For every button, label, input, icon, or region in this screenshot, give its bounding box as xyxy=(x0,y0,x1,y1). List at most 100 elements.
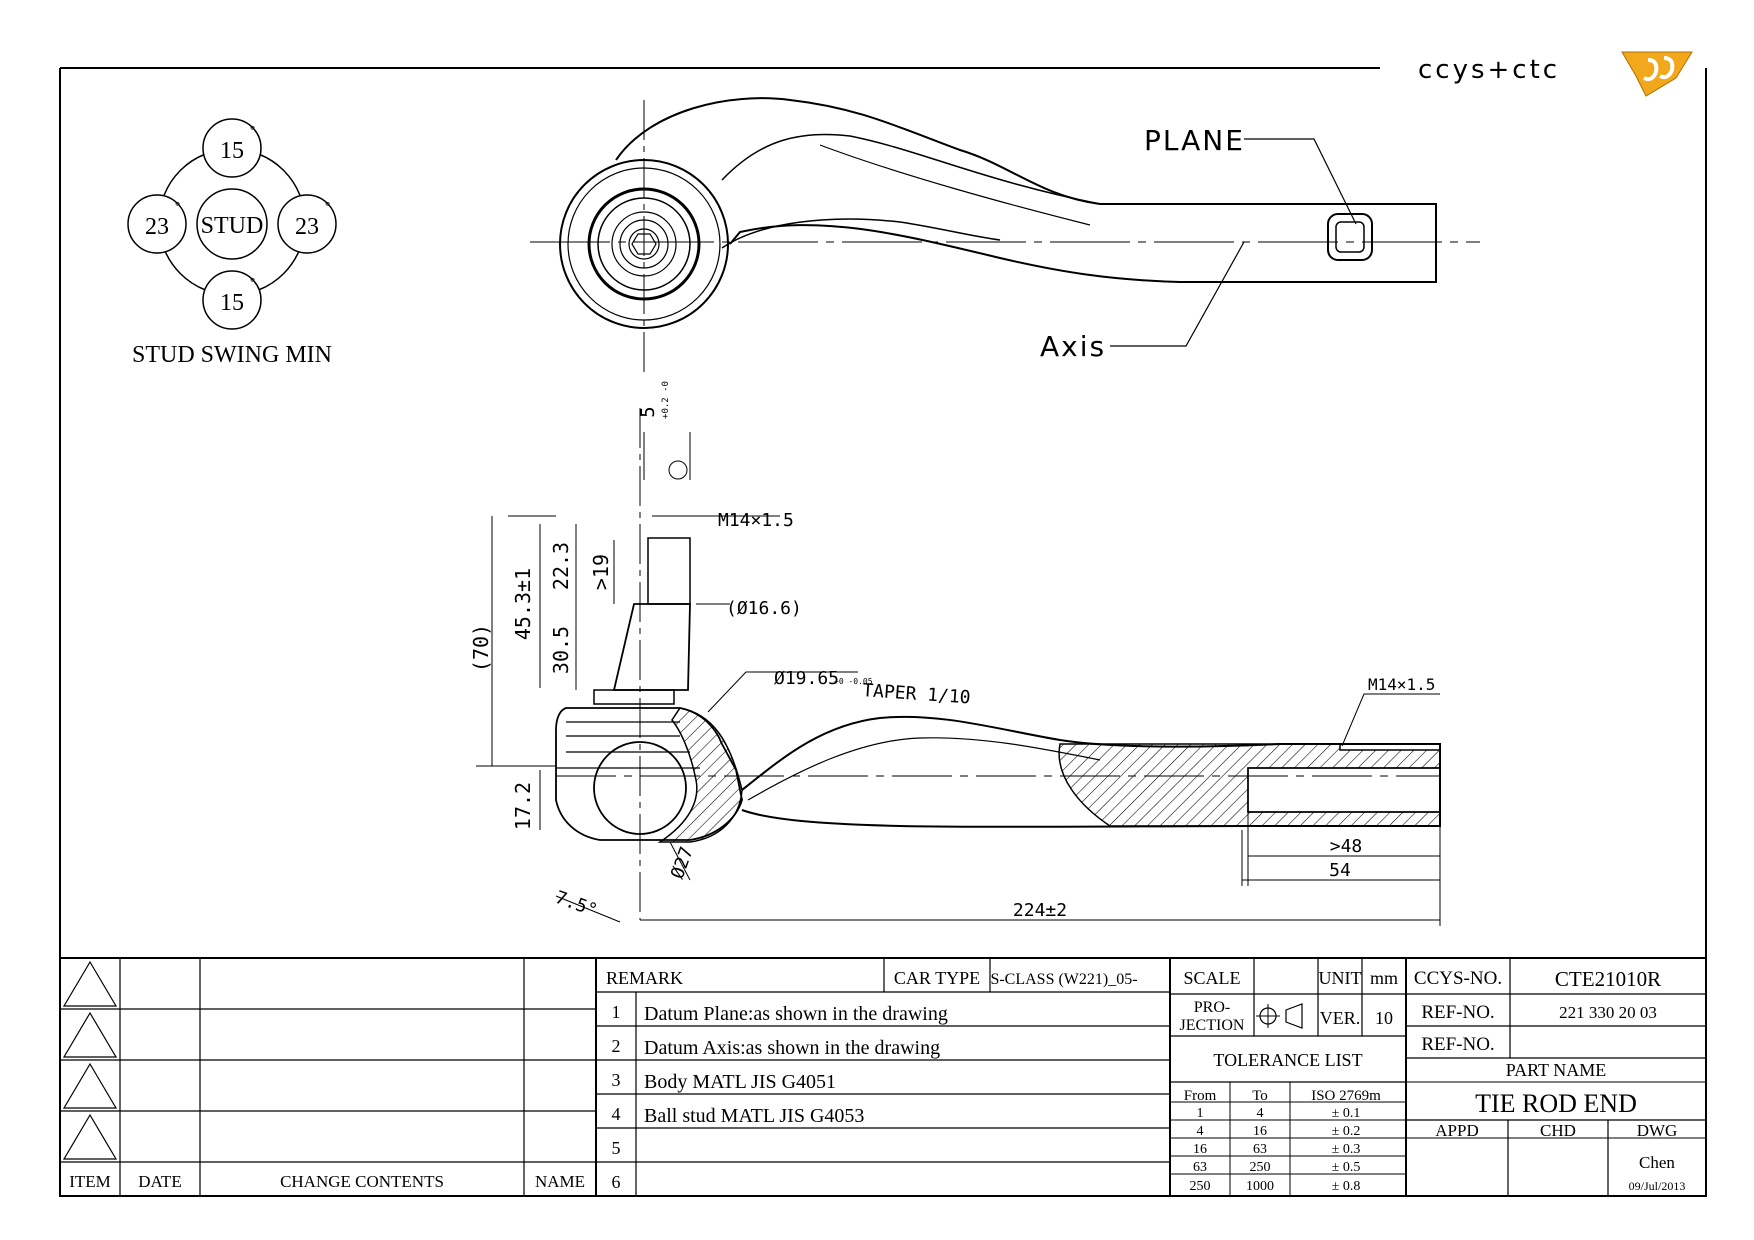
tol-cell: ± 0.8 xyxy=(1332,1179,1361,1194)
remark-number: 2 xyxy=(612,1036,621,1056)
swing-left-value: 23 xyxy=(145,214,169,240)
degree-mark: ° xyxy=(325,198,330,213)
dim-70: (70) xyxy=(469,624,493,672)
dim-19: >19 xyxy=(589,554,613,590)
swing-right-value: 23 xyxy=(295,214,319,240)
approved-label: APPD xyxy=(1435,1121,1478,1140)
remark-header: REMARK xyxy=(606,968,683,988)
cartype-label: CAR TYPE xyxy=(894,968,980,988)
top-view xyxy=(530,97,1480,378)
thread-callout-right: M14×1.5 xyxy=(1368,675,1435,694)
tol-cell: ± 0.3 xyxy=(1332,1142,1361,1157)
datum-callouts: PLANE Axis xyxy=(1040,124,1357,363)
tol-cell: 1000 xyxy=(1246,1179,1274,1194)
plane-label: PLANE xyxy=(1144,124,1245,157)
tol-cell: 4 xyxy=(1257,1106,1264,1121)
swing-bottom-value: 15 xyxy=(220,290,244,316)
tol-cell: 1 xyxy=(1197,1106,1204,1121)
drawn-by: Chen xyxy=(1639,1153,1675,1172)
unit-value: mm xyxy=(1370,968,1398,988)
tol-cell: ± 0.2 xyxy=(1332,1124,1361,1139)
tol-header-to: To xyxy=(1252,1088,1268,1104)
tol-cell: ± 0.1 xyxy=(1332,1106,1361,1121)
tol-cell: 16 xyxy=(1253,1124,1267,1139)
dim-30-5: 30.5 xyxy=(549,626,573,674)
part-info-block: CCYS-NO. CTE21010R REF-NO. 221 330 20 03… xyxy=(1405,957,1707,1197)
revision-triangle-icon xyxy=(62,1011,118,1058)
degree-mark: ° xyxy=(250,274,255,289)
swing-top-value: 15 xyxy=(220,138,244,164)
part-name-label: PART NAME xyxy=(1506,1060,1606,1080)
part-name-value: TIE ROD END xyxy=(1475,1089,1637,1118)
tol-cell: 250 xyxy=(1250,1160,1271,1175)
dim-45-3: 45.3±1 xyxy=(511,568,535,640)
rev-header-change-contents: CHANGE CONTENTS xyxy=(280,1172,444,1191)
drawing-date: 09/Jul/2013 xyxy=(1629,1179,1686,1193)
tol-cell: 16 xyxy=(1193,1142,1207,1157)
company-logo: ccys+ctc xyxy=(1418,51,1693,97)
swing-caption: STUD SWING MIN xyxy=(132,342,332,368)
remark-text: Datum Axis:as shown in the drawing xyxy=(644,1037,940,1059)
revision-triangle-icon xyxy=(62,1062,118,1109)
dim-5: 5 xyxy=(637,406,659,417)
degree-mark: ° xyxy=(175,198,180,213)
ref-label: REF-NO. xyxy=(1421,1002,1494,1023)
angle-7-5: 7.5° xyxy=(552,887,600,922)
taper-ratio: TAPER 1/10 xyxy=(862,680,972,709)
tol-header-from: From xyxy=(1184,1088,1217,1104)
remark-text: Datum Plane:as shown in the drawing xyxy=(644,1003,948,1025)
axis-label: Axis xyxy=(1040,330,1106,363)
dim-27: Ø27 xyxy=(667,844,698,882)
scale-tolerance-block: SCALE UNIT mm PRO- JECTION VER. 10 TOLER… xyxy=(1169,957,1407,1197)
projection-label: PRO- xyxy=(1194,999,1230,1016)
ccys-label: CCYS-NO. xyxy=(1414,968,1502,989)
ref2-label: REF-NO. xyxy=(1421,1034,1494,1055)
remark-number: 4 xyxy=(612,1104,621,1124)
dimensions: (70) 45.3±1 22.3 >19 30.5 17.2 5 +0.2 -0… xyxy=(469,381,1441,926)
stud-swing-diagram: 15 15 23 23 STUD ° ° ° ° STUD SWING MIN xyxy=(127,118,337,368)
revision-triangle-icon xyxy=(62,960,118,1007)
dim-54: 54 xyxy=(1329,860,1351,881)
rev-header-date: DATE xyxy=(138,1172,181,1191)
cartype-value: S-CLASS (W221)_05- xyxy=(990,971,1137,988)
dim-48: >48 xyxy=(1330,836,1363,857)
dim-17-2: 17.2 xyxy=(511,782,535,830)
scale-label: SCALE xyxy=(1183,968,1240,988)
side-view xyxy=(555,408,1441,920)
swing-center-label: STUD xyxy=(201,213,264,239)
degree-mark: ° xyxy=(250,122,255,137)
dim-224: 224±2 xyxy=(1013,900,1067,921)
drawn-label: DWG xyxy=(1637,1121,1678,1140)
rev-header-item: ITEM xyxy=(69,1172,111,1191)
remark-text: Ball stud MATL JIS G4053 xyxy=(644,1105,864,1127)
revision-triangle-icon xyxy=(62,1113,118,1160)
logo-text: ccys+ctc xyxy=(1418,55,1560,85)
tol-cell: 63 xyxy=(1193,1160,1207,1175)
dim-5-tolerance: +0.2 -0 xyxy=(661,381,671,419)
projection-symbol-icon xyxy=(1256,1003,1303,1029)
version-value: 10 xyxy=(1375,1008,1393,1028)
remark-number: 3 xyxy=(612,1070,621,1090)
unit-label: UNIT xyxy=(1319,968,1362,988)
remark-number: 6 xyxy=(612,1172,621,1192)
tol-cell: ± 0.5 xyxy=(1332,1160,1361,1175)
tol-cell: 250 xyxy=(1190,1179,1211,1194)
taper-tolerance: +0 -0.05 xyxy=(834,677,873,686)
remark-table: REMARK CAR TYPE S-CLASS (W221)_05- 1 Dat… xyxy=(595,957,1171,1197)
projection-label: JECTION xyxy=(1180,1017,1245,1034)
dim-16-6: (Ø16.6) xyxy=(726,598,802,619)
remark-text: Body MATL JIS G4051 xyxy=(644,1071,836,1093)
remark-number: 5 xyxy=(612,1138,621,1158)
rev-header-name: NAME xyxy=(535,1172,585,1191)
revision-table: ITEM DATE CHANGE CONTENTS NAME xyxy=(59,957,597,1197)
tol-cell: 63 xyxy=(1253,1142,1267,1157)
tol-header-iso: ISO 2769m xyxy=(1311,1088,1381,1104)
dim-22-3: 22.3 xyxy=(549,542,573,590)
ref-value: 221 330 20 03 xyxy=(1559,1003,1657,1022)
tolerance-title: TOLERANCE LIST xyxy=(1213,1050,1362,1070)
taper-diameter: Ø19.65 xyxy=(774,668,839,689)
checked-label: CHD xyxy=(1540,1121,1576,1140)
remark-number: 1 xyxy=(612,1002,621,1022)
version-label: VER. xyxy=(1320,1008,1361,1028)
